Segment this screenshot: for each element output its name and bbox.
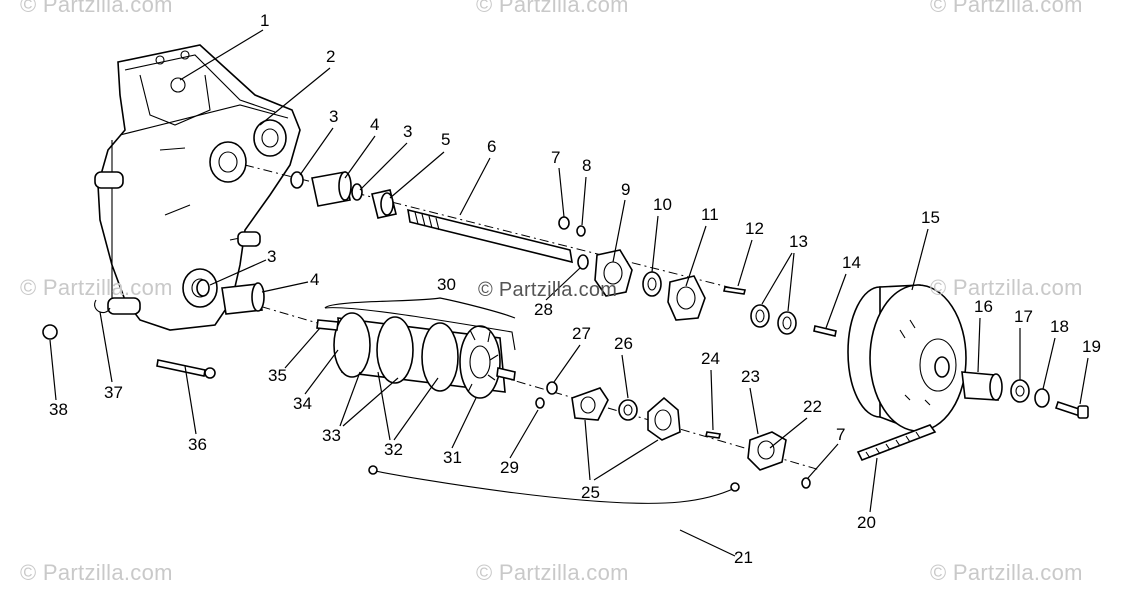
watermark-top-right: © Partzilla.com [930, 0, 1083, 17]
watermark-bottom-left: © Partzilla.com [20, 560, 173, 585]
callout-28: 28 [534, 300, 553, 319]
callout-7a: 7 [551, 148, 560, 167]
callout-32: 32 [384, 440, 403, 459]
callout-20: 20 [857, 513, 876, 532]
belt-segment [856, 424, 937, 462]
callout-33: 33 [322, 426, 341, 445]
callout-3a: 3 [329, 107, 338, 126]
upper-shaft-assembly [244, 164, 741, 291]
callout-13: 13 [789, 232, 808, 251]
watermark-mid-right: © Partzilla.com [930, 275, 1083, 300]
callout-3b: 3 [403, 122, 412, 141]
callouts: 1 2 3 4 3 5 6 7 8 9 10 11 12 13 14 15 16… [49, 11, 1101, 567]
callout-30: 30 [437, 275, 456, 294]
callout-19: 19 [1082, 337, 1101, 356]
callout-5: 5 [441, 130, 450, 149]
callout-9: 9 [621, 180, 630, 199]
watermark-top-center: © Partzilla.com [476, 0, 629, 17]
lower-right-hardware [535, 381, 811, 489]
chaincase-housing [94, 44, 301, 331]
callout-6: 6 [487, 137, 496, 156]
callout-34: 34 [293, 394, 312, 413]
callout-3c: 3 [267, 247, 276, 266]
callout-16: 16 [974, 297, 993, 316]
driven-clutch [847, 284, 1089, 432]
callout-36: 36 [188, 435, 207, 454]
watermark-mid-left: © Partzilla.com [20, 275, 173, 300]
callout-26: 26 [614, 334, 633, 353]
callout-4b: 4 [310, 270, 319, 289]
callout-31: 31 [443, 448, 462, 467]
callout-2: 2 [326, 47, 335, 66]
callout-25: 25 [581, 483, 600, 502]
watermark-bottom-center: © Partzilla.com [476, 560, 629, 585]
callout-37: 37 [104, 383, 123, 402]
callout-29: 29 [500, 458, 519, 477]
lower-gear-assembly [196, 279, 821, 471]
callout-24: 24 [701, 349, 720, 368]
watermark-top-left: © Partzilla.com [20, 0, 173, 17]
callout-12: 12 [745, 219, 764, 238]
watermark-center: © Partzilla.com [478, 279, 618, 301]
callout-18: 18 [1050, 317, 1069, 336]
callout-22: 22 [803, 397, 822, 416]
upper-right-hardware [558, 216, 837, 337]
callout-4a: 4 [370, 115, 379, 134]
callout-1: 1 [260, 11, 269, 30]
callout-27: 27 [572, 324, 591, 343]
callout-38: 38 [49, 400, 68, 419]
watermark-bottom-right: © Partzilla.com [930, 560, 1083, 585]
callout-23: 23 [741, 367, 760, 386]
callout-15: 15 [921, 208, 940, 227]
callout-14: 14 [842, 253, 861, 272]
callout-21: 21 [734, 548, 753, 567]
callout-17: 17 [1014, 307, 1033, 326]
callout-7b: 7 [836, 425, 845, 444]
callout-10: 10 [653, 195, 672, 214]
callout-11: 11 [701, 205, 719, 224]
misc-hardware [42, 299, 740, 504]
callout-8: 8 [582, 156, 591, 175]
callout-35: 35 [268, 366, 287, 385]
